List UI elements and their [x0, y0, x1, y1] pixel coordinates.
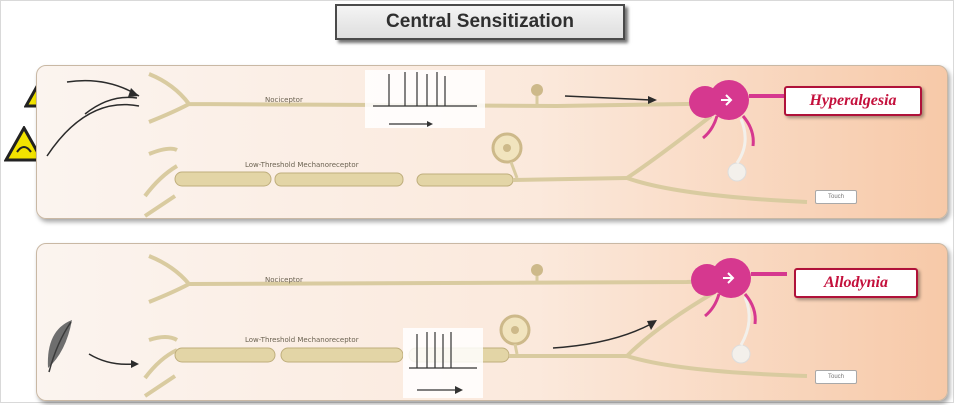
panel-hyperalgesia: Nociceptor Low-Threshold Mechanoreceptor… [36, 65, 948, 219]
hyperalgesia-label: Hyperalgesia [784, 86, 922, 116]
panel-allodynia: Nociceptor Low-Threshold Mechanoreceptor… [36, 243, 948, 401]
touch-tag: Touch [815, 190, 857, 204]
feather-icon [42, 318, 82, 374]
touch-tag: Touch [815, 370, 857, 384]
figure-title: Central Sensitization [335, 4, 625, 40]
nociceptor-label: Nociceptor [265, 276, 303, 284]
nociceptor-label: Nociceptor [265, 96, 303, 104]
allodynia-label: Allodynia [794, 268, 918, 298]
mechanoreceptor-label: Low-Threshold Mechanoreceptor [245, 161, 359, 169]
mechanoreceptor-label: Low-Threshold Mechanoreceptor [245, 336, 359, 344]
